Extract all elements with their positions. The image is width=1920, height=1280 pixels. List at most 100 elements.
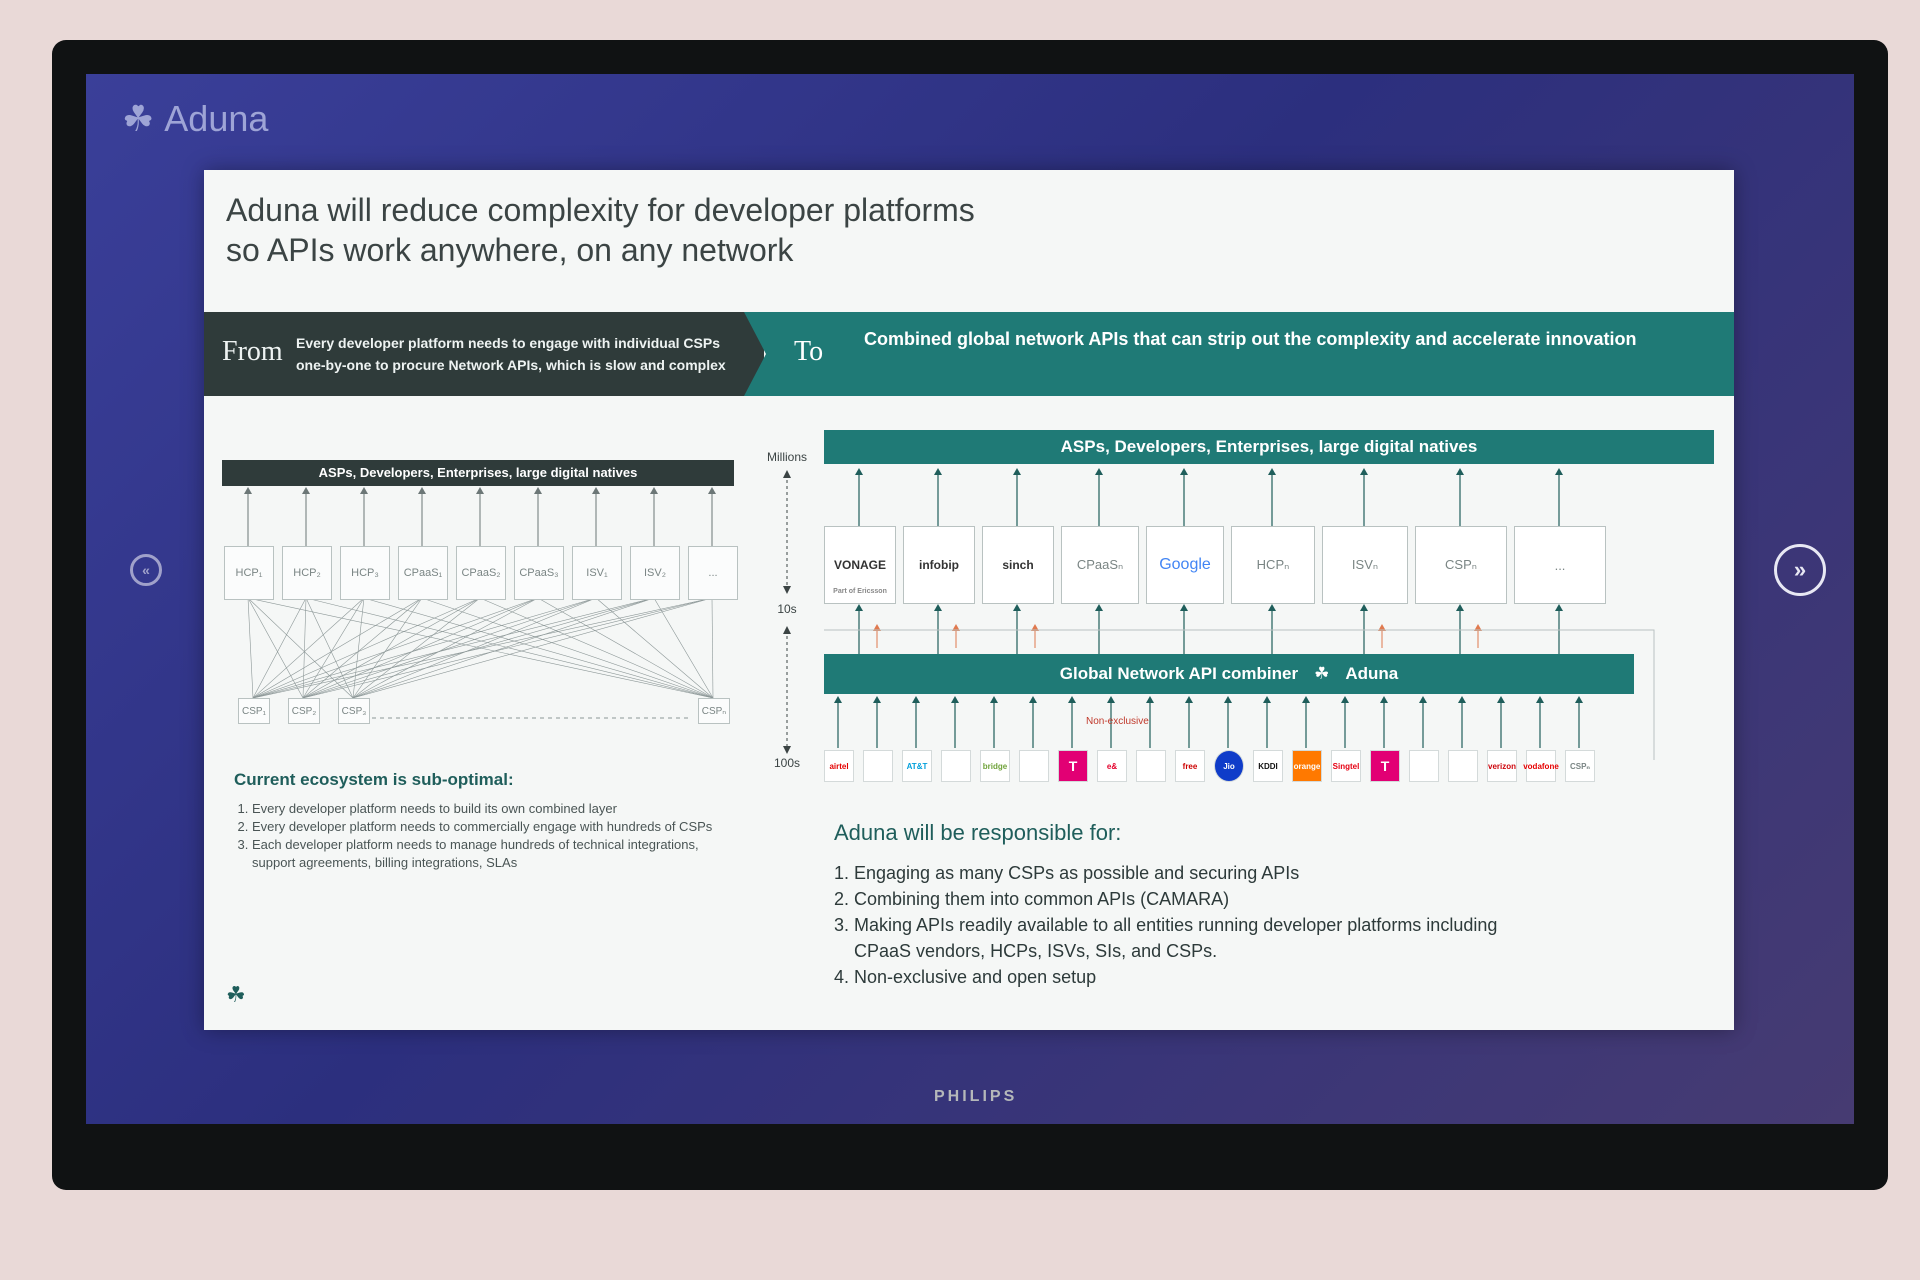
- arrowhead: [1224, 696, 1232, 703]
- from-banner: From Every developer platform needs to e…: [204, 312, 764, 396]
- connector-line: [252, 597, 597, 699]
- connector-line: [252, 597, 713, 699]
- arrowhead: [1095, 468, 1103, 475]
- connector-line: [363, 597, 714, 699]
- arrowhead: [1360, 604, 1368, 611]
- vonage-subtitle: Part of Ericsson: [833, 588, 887, 595]
- connector-line: [302, 597, 481, 699]
- arrowhead: [476, 487, 484, 494]
- connector-line: [537, 597, 714, 699]
- responsibility-item: Non-exclusive and open setup: [854, 964, 1554, 990]
- previous-slide-button[interactable]: «: [130, 554, 162, 586]
- operator-logo: T: [1370, 750, 1400, 782]
- operator-logo: [1136, 750, 1166, 782]
- arrowhead: [1378, 624, 1386, 631]
- connector-line: [352, 597, 365, 699]
- from-label: From: [222, 336, 283, 367]
- connector-line: [595, 597, 714, 699]
- connector-line: [252, 597, 365, 699]
- sinch-logo: sinch: [982, 526, 1054, 604]
- connector-line: [352, 597, 597, 699]
- connector-line: [247, 597, 254, 699]
- aduna-arrows: [824, 468, 1655, 760]
- connector-line: [352, 597, 655, 699]
- connector-line: [302, 597, 307, 699]
- arrowhead: [855, 604, 863, 611]
- arrowhead: [1268, 468, 1276, 475]
- responsibility-item: Making APIs readily available to all ent…: [854, 912, 1554, 964]
- scale-top-label: Millions: [766, 450, 807, 464]
- platform-label: infobip: [919, 558, 959, 572]
- csp-box: CSP₃: [338, 698, 370, 724]
- responsibilities: Aduna will be responsible for: Engaging …: [834, 820, 1554, 990]
- chevrons-right-icon: »: [1793, 557, 1807, 582]
- platform-label: ...: [1554, 557, 1566, 573]
- connector-line: [653, 597, 714, 699]
- arrowhead: [1263, 696, 1271, 703]
- connector-line: [252, 597, 307, 699]
- operator-logo: T: [1058, 750, 1088, 782]
- arrowhead: [1268, 604, 1276, 611]
- arrowhead: [650, 487, 658, 494]
- scale-bottom-label: 100s: [773, 756, 801, 770]
- connector-line: [302, 597, 597, 699]
- to-description: Combined global network APIs that can st…: [864, 329, 1637, 349]
- combiner-label: Global Network API combiner: [1059, 664, 1299, 683]
- arrowhead: [1341, 696, 1349, 703]
- arrowhead: [990, 696, 998, 703]
- arrowhead: [1029, 696, 1037, 703]
- to-banner: To Combined global network APIs that can…: [744, 312, 1734, 396]
- current-item: Every developer platform needs to commer…: [252, 818, 734, 836]
- arrowhead: [1013, 468, 1021, 475]
- api-combiner-bar: Global Network API combiner ☘ Aduna: [824, 654, 1634, 694]
- arrowhead: [1302, 696, 1310, 703]
- arrowhead: [1180, 468, 1188, 475]
- connector-line: [252, 597, 423, 699]
- arrowhead: [1380, 696, 1388, 703]
- to-label: To: [794, 336, 824, 367]
- platform-box: HCP₂: [282, 546, 332, 600]
- operator-logo: Jio: [1214, 750, 1244, 782]
- combiner-brand: Aduna: [1345, 664, 1399, 683]
- arrowhead: [1456, 468, 1464, 475]
- arrowhead: [244, 487, 252, 494]
- arrowhead: [934, 604, 942, 611]
- responsibilities-heading: Aduna will be responsible for:: [834, 820, 1122, 845]
- arrowhead: [855, 468, 863, 475]
- operator-logo: e&: [1097, 750, 1127, 782]
- platform-box: HCP₁: [224, 546, 274, 600]
- operator-logo: [941, 750, 971, 782]
- connector-line: [252, 597, 539, 699]
- arrowhead: [1095, 604, 1103, 611]
- operator-logo: Singtel: [1331, 750, 1361, 782]
- connector-line: [479, 597, 714, 699]
- screen: ☘ Aduna « » Aduna will reduce complexity…: [86, 74, 1854, 1124]
- platform-label: Google: [1159, 556, 1211, 573]
- arrowhead: [1107, 696, 1115, 703]
- platform-box: ISV₂: [630, 546, 680, 600]
- operator-logo: free: [1175, 750, 1205, 782]
- operator-logo: airtel: [824, 750, 854, 782]
- platform-box: ...: [688, 546, 738, 600]
- arrowhead: [1536, 696, 1544, 703]
- connector-line: [252, 597, 481, 699]
- infobip-logo: infobip: [903, 526, 975, 604]
- connector-line: [352, 597, 481, 699]
- arrowhead: [1068, 696, 1076, 703]
- connector-line: [352, 597, 539, 699]
- platform-box: ISV₁: [572, 546, 622, 600]
- platform-label: VONAGE: [833, 558, 886, 572]
- platform-label: ISVₙ: [1351, 557, 1379, 572]
- platform-label: sinch: [1002, 558, 1034, 572]
- current-item: Each developer platform needs to manage …: [252, 836, 734, 872]
- operator-logo: CSPₙ: [1565, 750, 1595, 782]
- platform-label: HCPₙ: [1256, 557, 1290, 572]
- operator-logo: [1019, 750, 1049, 782]
- arrowhead: [592, 487, 600, 494]
- platform-box: ...: [1514, 526, 1606, 604]
- arrowhead: [708, 487, 716, 494]
- next-slide-button[interactable]: »: [1774, 544, 1826, 596]
- slide-title: Aduna will reduce complexity for develop…: [226, 192, 975, 268]
- aduna-corner-icon: ☘: [226, 982, 246, 1007]
- aduna-model-diagram: ASPs, Developers, Enterprises, large dig…: [824, 430, 1724, 790]
